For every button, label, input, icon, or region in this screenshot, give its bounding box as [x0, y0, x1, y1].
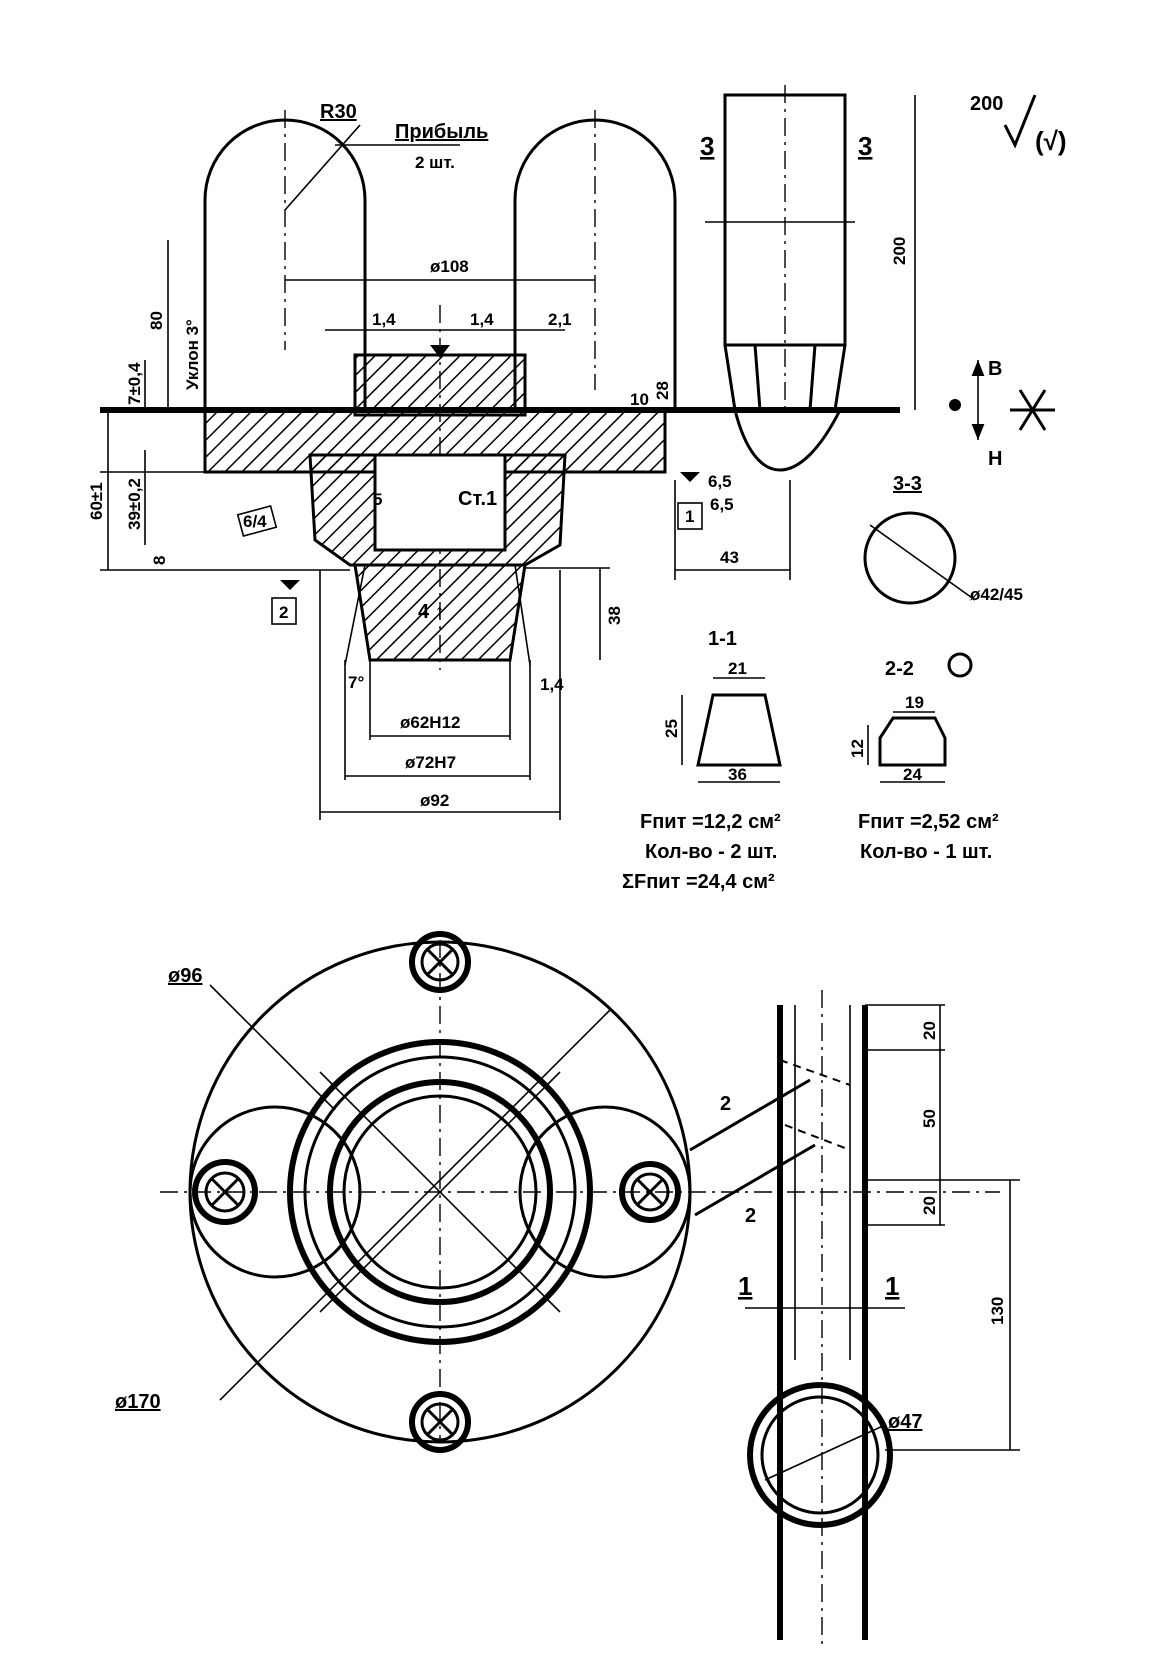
- dia-96: ø96: [168, 965, 202, 987]
- section-1-1: 1-1 21 25 36 Fпит =12,2 см² Кол-во - 2 ш…: [622, 628, 782, 893]
- weld-marker-1: 1: [685, 507, 694, 526]
- core-arrow-text: 4 ↑: [418, 601, 445, 623]
- dia-108: ø108: [430, 257, 469, 276]
- section-1-1-title: 1-1: [708, 628, 737, 650]
- dim-38: 38: [605, 606, 624, 625]
- core-inner: [373, 453, 507, 552]
- dia-170: ø170: [115, 1391, 161, 1413]
- bolt-top: [409, 931, 471, 993]
- elevation-view: 2 1 6,5 6,5 6/4 R30 Прибыль 2 шт. ø108 1…: [87, 101, 900, 820]
- section-1-1-qty: Кол-во - 2 шт.: [645, 841, 777, 863]
- riser-label: Прибыль: [395, 121, 488, 143]
- material-label: Ст.1: [458, 488, 497, 510]
- dim-39: 39±0,2: [125, 478, 144, 530]
- dim-60: 60±1: [87, 482, 106, 520]
- section-2-2-top: 19: [905, 693, 924, 712]
- dim-7: 7±0,4: [125, 362, 144, 405]
- bolt-bottom: [409, 1391, 471, 1453]
- section-3-3: 3-3 ø42/45: [863, 473, 1023, 605]
- section-3-mark-right: 3: [858, 131, 872, 161]
- slope-label: Уклон 3°: [183, 319, 202, 390]
- angle-7: 7°: [348, 673, 364, 692]
- section-1-mark-right: 1: [885, 1271, 899, 1301]
- dia-92: ø92: [420, 791, 449, 810]
- dia-72: ø72H7: [405, 753, 456, 772]
- angle-bottom: 2: [745, 1205, 756, 1227]
- section-2-2-title: 2-2: [885, 658, 914, 680]
- section-1-mark-left: 1: [738, 1271, 752, 1301]
- roughness-value: 200: [970, 93, 1003, 115]
- dim-80: 80: [147, 311, 166, 330]
- dim-43: 43: [720, 548, 739, 567]
- section-3-3-title: 3-3: [893, 473, 922, 495]
- dim-50: 50: [920, 1109, 939, 1128]
- dim-10: 10: [630, 390, 649, 409]
- bolt-left: [192, 1159, 258, 1225]
- angle-top: 2: [720, 1093, 731, 1115]
- dim-20-top: 20: [920, 1021, 939, 1040]
- riser-count: 2 шт.: [415, 153, 455, 172]
- stamp-label: 6/4: [243, 512, 267, 531]
- dim-1-4-bottom: 1,4: [540, 675, 564, 694]
- roughness-mark: 200 (√): [970, 93, 1067, 156]
- plan-view: ø96 ø170 2 2 20 50 20 130 1 1 ø47: [115, 931, 1020, 1645]
- section-2-2: 2-2 19 12 24 Fпит =2,52 см² Кол-во - 1 ш…: [848, 652, 999, 863]
- sprue-circle: [747, 1382, 893, 1528]
- weld-marker-2: 2: [279, 603, 288, 622]
- bolt-right: [619, 1161, 681, 1223]
- section-1-1-top: 21: [728, 659, 747, 678]
- dim-1-4-mid: 1,4: [470, 310, 494, 329]
- dia-47: ø47: [888, 1411, 922, 1433]
- radius-label: R30: [320, 101, 357, 123]
- section-2-2-height: 12: [848, 739, 867, 758]
- riser-left: [203, 118, 367, 410]
- dia-62: ø62H12: [400, 713, 460, 732]
- dir-up: В: [988, 358, 1002, 380]
- dim-28: 28: [653, 381, 672, 400]
- section-2-2-area: Fпит =2,52 см²: [858, 811, 999, 833]
- section-1-1-height: 25: [662, 719, 681, 738]
- roughness-note: (√): [1035, 126, 1067, 156]
- dim-1-4-top: 1,4: [372, 310, 396, 329]
- dim-130: 130: [988, 1297, 1007, 1325]
- dim-20-bottom: 20: [920, 1196, 939, 1215]
- dir-down: Н: [988, 448, 1002, 470]
- weld-size-2: 6,5: [710, 495, 734, 514]
- side-view: 3 3 200 28 В Н: [653, 85, 1055, 472]
- dim-8: 8: [150, 556, 169, 565]
- section-2-2-qty: Кол-во - 1 шт.: [860, 841, 992, 863]
- core-top: [353, 353, 527, 417]
- section-2-2-bottom: 24: [903, 765, 922, 784]
- section-3-mark-left: 3: [700, 131, 714, 161]
- weld-size-1: 6,5: [708, 472, 732, 491]
- section-1-1-bottom: 36: [728, 765, 747, 784]
- section-1-1-area: Fпит =12,2 см²: [640, 811, 781, 833]
- dim-200: 200: [890, 237, 909, 265]
- section-1-1-sum: ΣFпит =24,4 см²: [622, 871, 775, 893]
- section-3-3-dia: ø42/45: [970, 585, 1023, 604]
- dim-5: 5: [373, 490, 382, 509]
- dim-2-1: 2,1: [548, 310, 572, 329]
